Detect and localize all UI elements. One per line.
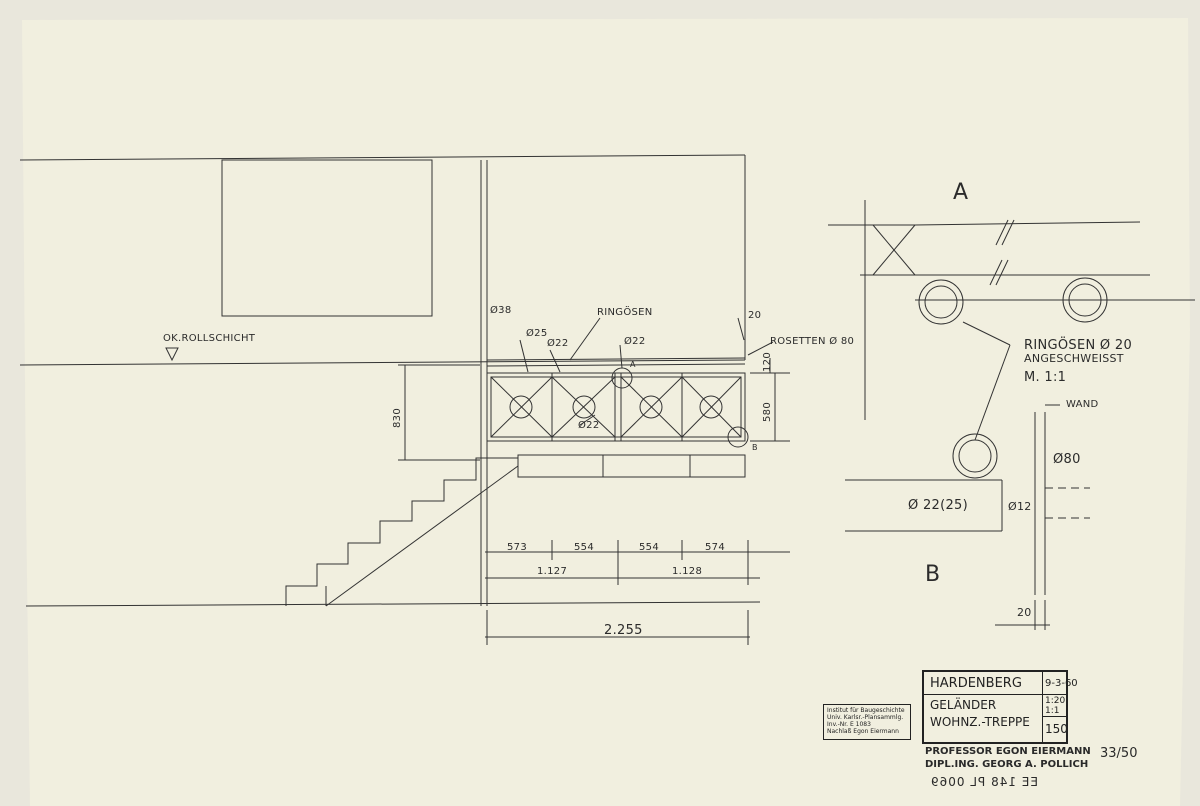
title-scale2: 1:1 <box>1045 706 1060 716</box>
dim-20-top: 20 <box>748 310 762 321</box>
dim-830: 830 <box>392 408 403 428</box>
dim-d38: Ø38 <box>490 305 512 316</box>
dim-d22-b: Ø22 <box>624 336 646 347</box>
dim-120: 120 <box>762 352 773 372</box>
marker-b-small: B <box>752 443 758 452</box>
title-scale1: 1:20 <box>1045 696 1066 706</box>
dim-d22-a: Ø22 <box>547 338 569 349</box>
detail-dim-80: Ø80 <box>1053 452 1081 467</box>
detail-dim-12: Ø12 <box>1008 500 1032 513</box>
dim-d25: Ø25 <box>526 328 548 339</box>
stamp-line1: Institut für Baugeschichte <box>827 707 905 714</box>
footer-architect: PROFESSOR EGON EIERMANN <box>925 746 1091 757</box>
title-line1: GELÄNDER <box>930 698 997 712</box>
title-block: HARDENBERG 9-3-60 GELÄNDER WOHNZ.-TREPPE… <box>922 670 1078 744</box>
stamp-line3: Inv.-Nr. E 1083 <box>827 721 871 728</box>
dim-1128: 1.128 <box>672 566 703 577</box>
window-opening <box>221 159 433 317</box>
dim-574: 574 <box>705 542 725 553</box>
dim-554-a: 554 <box>574 542 594 553</box>
detail-note-line2: ANGESCHWEISST <box>1024 352 1124 365</box>
footer-page: 33/50 <box>1100 746 1138 761</box>
title-project: HARDENBERG <box>930 676 1022 691</box>
label-ringoesen: RINGÖSEN <box>597 307 653 318</box>
archive-stamp: Institut für Baugeschichte Univ. Karlsr.… <box>823 704 911 740</box>
marker-a-small: A <box>630 360 636 369</box>
dim-573: 573 <box>507 542 527 553</box>
stamp-line4: Nachlaß Egon Eiermann <box>827 728 899 735</box>
dim-554-b: 554 <box>639 542 659 553</box>
detail-dim-20: 20 <box>1017 606 1032 619</box>
railing-frame <box>486 372 746 442</box>
staircase <box>285 457 518 606</box>
detail-scale-note: M. 1:1 <box>1024 370 1067 385</box>
dim-2255: 2.255 <box>604 623 643 638</box>
footer-engineer: DIPL.ING. GEORG A. POLLICH <box>925 759 1089 770</box>
detail-note-line1: RINGÖSEN Ø 20 <box>1024 338 1133 353</box>
dim-d22-c: Ø22 <box>578 420 600 431</box>
footer-inventory: EE 148 PL 0069 <box>930 775 1038 789</box>
title-number: 150 <box>1045 722 1068 736</box>
dim-580: 580 <box>762 402 773 422</box>
detail-wand: WAND <box>1066 399 1099 410</box>
title-date: 9-3-60 <box>1045 678 1078 689</box>
detail-label-a: A <box>953 180 969 205</box>
label-dk-rollschicht: OK.ROLLSCHICHT <box>163 333 256 344</box>
dim-1127: 1.127 <box>537 566 568 577</box>
label-rosetten: ROSETTEN Ø 80 <box>770 336 855 347</box>
detail-label-b: B <box>925 562 941 587</box>
title-line2: WOHNZ.-TREPPE <box>930 715 1030 729</box>
paper <box>22 18 1190 806</box>
detail-dim-22-25: Ø 22(25) <box>908 498 968 513</box>
stamp-line2: Univ. Karlsr.-Plansammlg. <box>827 714 904 721</box>
